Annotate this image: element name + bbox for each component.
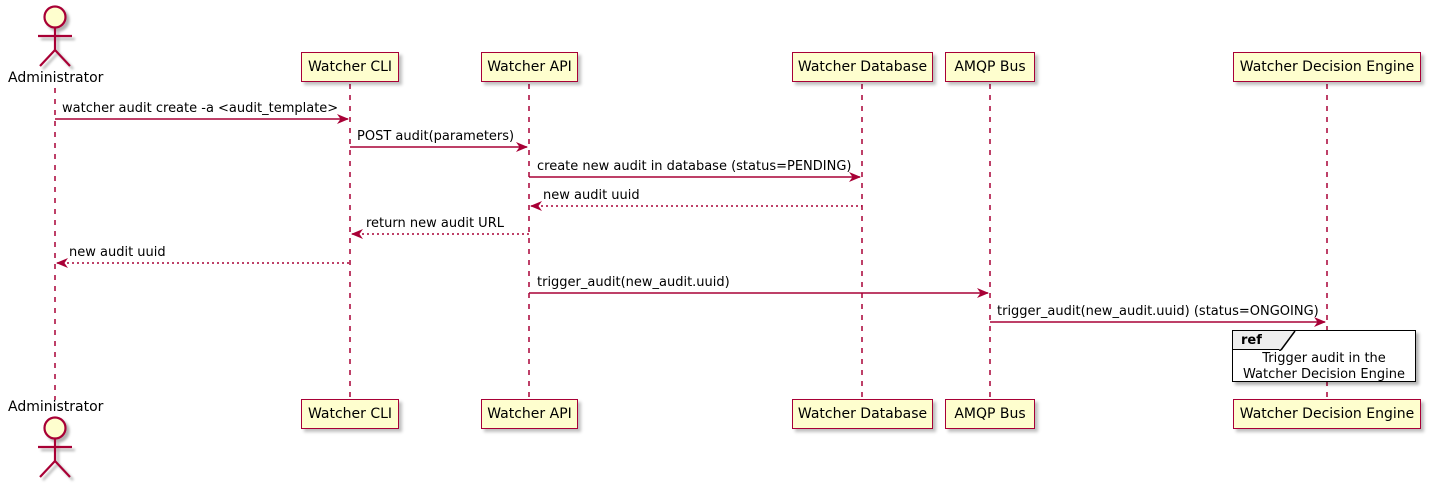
message-label-3: create new audit in database (status=PEN… xyxy=(537,159,852,174)
participant-label: Watcher Decision Engine xyxy=(1239,406,1415,422)
participant-box-amqp-bus-bottom[interactable]: AMQP Bus xyxy=(945,399,1035,429)
actor-label-administrator-bottom: Administrator xyxy=(8,399,104,415)
participant-box-watcher-api-bottom[interactable]: Watcher API xyxy=(481,399,578,429)
ref-fragment-kind: ref xyxy=(1241,332,1262,348)
participant-label: Watcher Database xyxy=(797,59,928,75)
message-label-8: trigger_audit(new_audit.uuid) (status=ON… xyxy=(997,304,1319,319)
participant-box-watcher-decision-engine-top[interactable]: Watcher Decision Engine xyxy=(1233,52,1421,82)
participant-box-watcher-api-top[interactable]: Watcher API xyxy=(481,52,578,82)
actor-administrator-top xyxy=(38,5,72,67)
ref-fragment-line-1: Trigger audit in the xyxy=(1262,351,1386,366)
participant-label: Watcher CLI xyxy=(307,406,393,422)
participant-label: Watcher CLI xyxy=(307,59,393,75)
participant-label: Watcher API xyxy=(487,59,572,75)
participant-label: Watcher Database xyxy=(797,406,928,422)
participant-box-amqp-bus-top[interactable]: AMQP Bus xyxy=(945,52,1035,82)
message-label-2: POST audit(parameters) xyxy=(357,129,515,144)
participant-label: Watcher API xyxy=(487,406,572,422)
actor-administrator-bottom xyxy=(38,416,72,478)
participant-box-watcher-cli-top[interactable]: Watcher CLI xyxy=(301,52,399,82)
message-label-1: watcher audit create -a <audit_template> xyxy=(62,101,339,116)
message-label-7: trigger_audit(new_audit.uuid) xyxy=(537,275,730,290)
message-label-5: return new audit URL xyxy=(366,216,504,231)
participant-box-watcher-cli-bottom[interactable]: Watcher CLI xyxy=(301,399,399,429)
participant-label: AMQP Bus xyxy=(954,59,1026,75)
participant-label: Watcher Decision Engine xyxy=(1239,59,1415,75)
actor-label-administrator-top: Administrator xyxy=(8,70,104,86)
ref-tab-notch-icon xyxy=(1279,331,1297,351)
participant-label: AMQP Bus xyxy=(954,406,1026,422)
message-arrows xyxy=(55,114,1326,327)
ref-fragment: ref Trigger audit in the Watcher Decisio… xyxy=(1232,330,1416,382)
message-label-4: new audit uuid xyxy=(543,188,640,203)
participant-box-watcher-database-top[interactable]: Watcher Database xyxy=(792,52,933,82)
message-label-6: new audit uuid xyxy=(69,245,166,260)
lifelines xyxy=(54,84,1328,400)
participant-box-watcher-database-bottom[interactable]: Watcher Database xyxy=(792,399,933,429)
participant-box-watcher-decision-engine-bottom[interactable]: Watcher Decision Engine xyxy=(1233,399,1421,429)
ref-fragment-body: Trigger audit in the Watcher Decision En… xyxy=(1233,351,1415,383)
ref-fragment-line-2: Watcher Decision Engine xyxy=(1243,367,1405,382)
